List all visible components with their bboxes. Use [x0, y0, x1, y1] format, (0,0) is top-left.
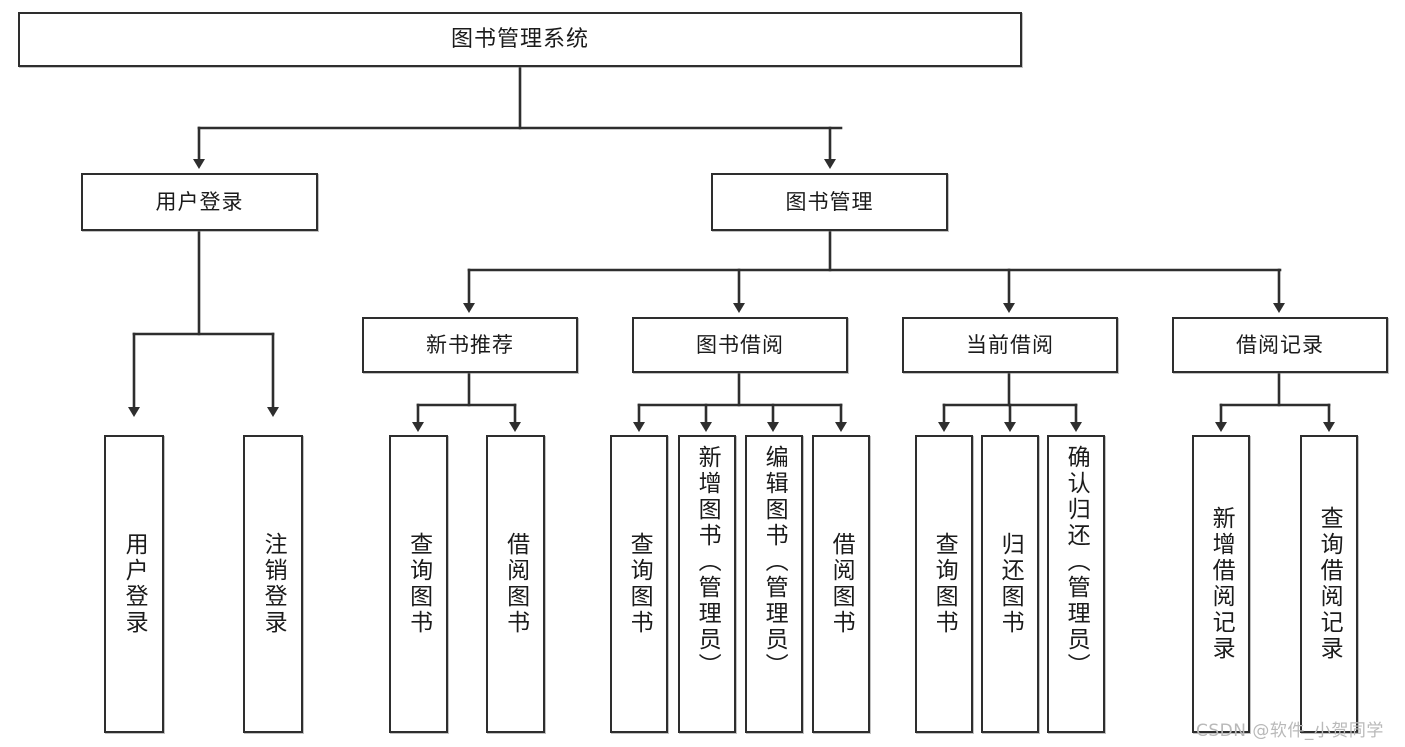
leaf-add-book[interactable]: 新增图书（管理员） [678, 435, 736, 733]
node-label: 新增图书（管理员） [694, 445, 721, 679]
node-label: 图书借阅 [696, 332, 784, 357]
node-label: 借阅图书 [502, 532, 529, 636]
leaf-edit-book[interactable]: 编辑图书（管理员） [745, 435, 803, 733]
node-user-login[interactable]: 用户登录 [81, 173, 318, 231]
leaf-user-login[interactable]: 用户登录 [104, 435, 164, 733]
node-label: 查询图书 [626, 532, 653, 636]
node-book-manage[interactable]: 图书管理 [711, 173, 948, 231]
node-label: 用户登录 [121, 532, 148, 636]
node-label: 新书推荐 [426, 332, 514, 357]
leaf-query-book-2[interactable]: 查询图书 [610, 435, 668, 733]
leaf-query-book-3[interactable]: 查询图书 [915, 435, 973, 733]
node-book-borrow[interactable]: 图书借阅 [632, 317, 848, 373]
leaf-borrow-book-2[interactable]: 借阅图书 [812, 435, 870, 733]
node-label: 查询图书 [931, 532, 958, 636]
node-label: 编辑图书（管理员） [761, 445, 788, 679]
node-label: 借阅图书 [828, 532, 855, 636]
node-label: 新增借阅记录 [1208, 506, 1235, 662]
csdn-watermark: CSDN @软件_小贺同学 [1196, 721, 1384, 741]
node-borrow-record[interactable]: 借阅记录 [1172, 317, 1388, 373]
node-label: 图书管理系统 [450, 26, 589, 52]
node-label: 用户登录 [155, 189, 244, 214]
leaf-return-book[interactable]: 归还图书 [981, 435, 1039, 733]
node-root-book-management-system[interactable]: 图书管理系统 [18, 12, 1022, 67]
node-label: 借阅记录 [1236, 332, 1324, 357]
node-current-borrow[interactable]: 当前借阅 [902, 317, 1118, 373]
leaf-query-record[interactable]: 查询借阅记录 [1300, 435, 1358, 733]
node-new-book-recommend[interactable]: 新书推荐 [362, 317, 578, 373]
leaf-confirm-return[interactable]: 确认归还（管理员） [1047, 435, 1105, 733]
leaf-logout-login[interactable]: 注销登录 [243, 435, 303, 733]
leaf-borrow-book-1[interactable]: 借阅图书 [486, 435, 545, 733]
node-label: 查询借阅记录 [1316, 506, 1343, 662]
node-label: 确认归还（管理员） [1063, 445, 1090, 679]
leaf-add-record[interactable]: 新增借阅记录 [1192, 435, 1250, 733]
node-label: 图书管理 [785, 189, 874, 214]
node-label: 归还图书 [997, 532, 1024, 636]
node-label: 当前借阅 [966, 332, 1054, 357]
leaf-query-book-1[interactable]: 查询图书 [389, 435, 448, 733]
node-label: 注销登录 [260, 532, 287, 636]
node-label: 查询图书 [405, 532, 432, 636]
